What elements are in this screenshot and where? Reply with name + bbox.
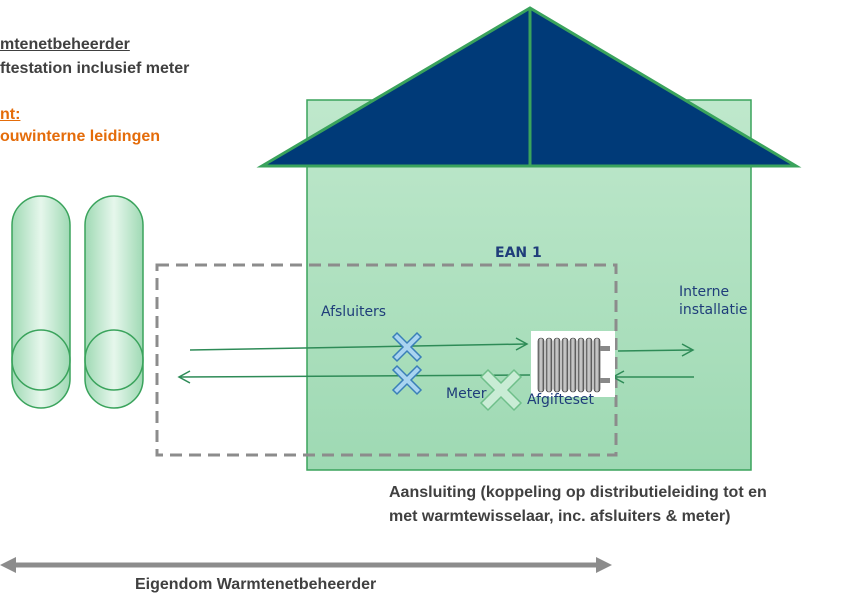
- legend-owner-title: mtenetbeheerder: [0, 36, 130, 53]
- connection-boundary: [155, 263, 618, 457]
- house-roof: [256, 6, 802, 168]
- valve-icon: [391, 331, 423, 363]
- meter-label: Meter: [446, 386, 487, 402]
- interne-installatie-label-line2: installatie: [679, 302, 748, 318]
- legend-client-desc: ouwinterne leidingen: [0, 128, 161, 145]
- ownership-label: Eigendom Warmtenetbeheerder: [135, 576, 377, 593]
- legend-client-title: nt:: [0, 106, 21, 123]
- storage-tank-left: [11, 195, 71, 409]
- ean-label: EAN 1: [495, 245, 542, 261]
- meter-icon: [479, 368, 523, 412]
- internal-supply-arrow: [617, 349, 693, 352]
- interne-installatie-label-line1: Interne: [679, 284, 730, 300]
- radiator-icon: [531, 331, 615, 397]
- storage-tank-right: [84, 195, 144, 409]
- afsluiters-label: Afsluiters: [321, 304, 387, 320]
- valve-icon: [391, 364, 423, 396]
- legend-owner-desc: ftestation inclusief meter: [0, 60, 190, 77]
- connection-caption-line1: Aansluiting (koppeling op distributielei…: [389, 484, 767, 501]
- connection-caption-line2: met warmtewisselaar, inc. afsluiters & m…: [389, 508, 731, 525]
- return-pipe-arrow: [179, 374, 531, 378]
- supply-pipe-arrow: [189, 343, 527, 351]
- afgifteset-label: Afgifteset: [527, 392, 594, 408]
- ownership-range-arrow: [0, 557, 612, 573]
